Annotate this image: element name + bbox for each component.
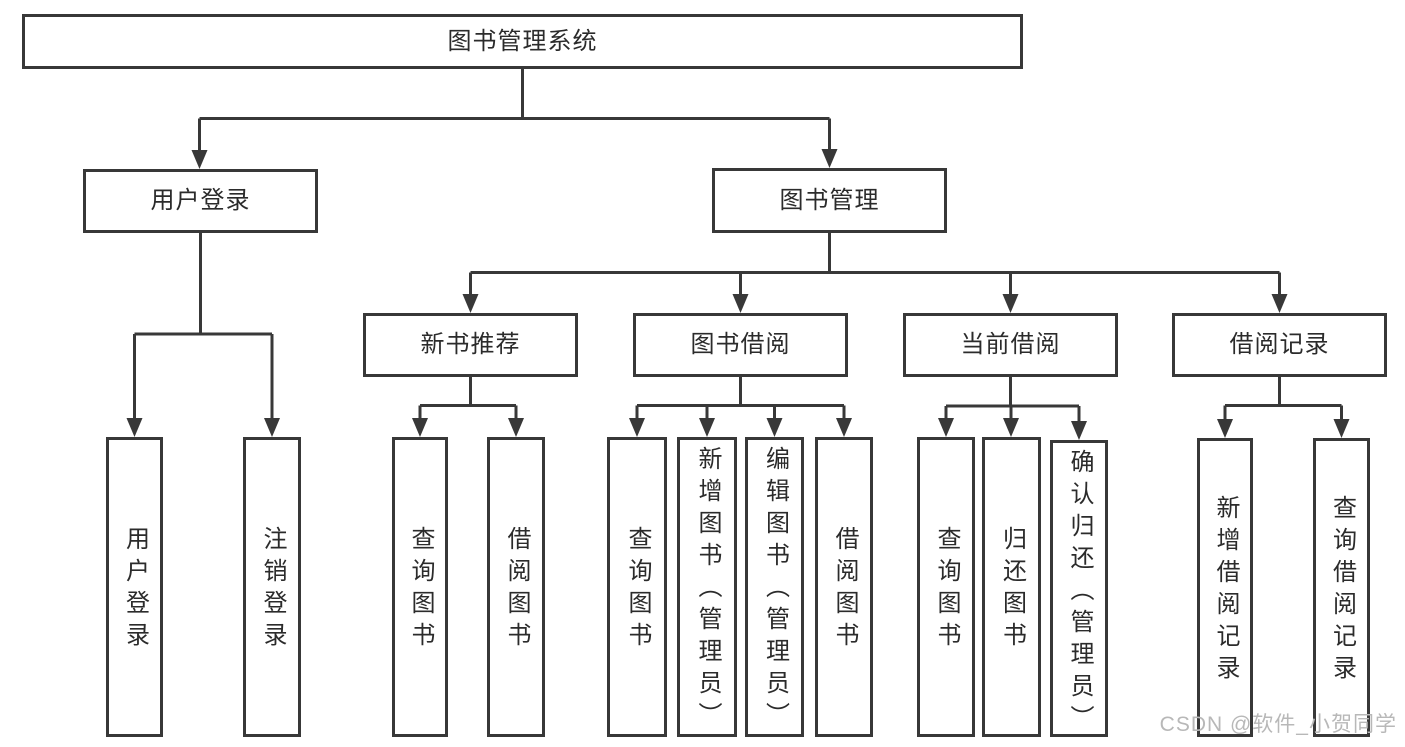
leaf-add-book-admin: 新增图书（管理员） xyxy=(677,437,737,737)
connector-book-borrow-to-leaves xyxy=(629,377,852,437)
node-root-system: 图书管理系统 xyxy=(22,14,1023,69)
leaf-confirm-return-admin: 确认归还（管理员） xyxy=(1050,440,1108,737)
connector-borrow-record-to-leaves xyxy=(1217,377,1350,438)
leaf-return-book: 归还图书 xyxy=(982,437,1041,737)
connector-user-login-to-leaves xyxy=(126,233,280,437)
leaf-query-book-1: 查询图书 xyxy=(392,437,448,737)
leaf-borrow-book-1: 借阅图书 xyxy=(487,437,545,737)
node-new-book-recommend: 新书推荐 xyxy=(363,313,578,377)
node-current-borrow: 当前借阅 xyxy=(903,313,1118,377)
connector-root-to-level2 xyxy=(191,69,838,169)
leaf-borrow-book-2: 借阅图书 xyxy=(815,437,873,737)
leaf-query-borrow-record: 查询借阅记录 xyxy=(1313,438,1370,737)
node-user-login: 用户登录 xyxy=(83,169,318,233)
csdn-watermark: CSDN @软件_小贺同学 xyxy=(1159,713,1397,736)
connector-new-book-to-leaves xyxy=(412,377,524,437)
leaf-add-borrow-record: 新增借阅记录 xyxy=(1197,438,1253,737)
node-book-management: 图书管理 xyxy=(712,168,947,233)
leaf-edit-book-admin: 编辑图书（管理员） xyxy=(745,437,804,737)
connector-book-mgmt-to-level3 xyxy=(462,233,1288,313)
node-book-borrow: 图书借阅 xyxy=(633,313,848,377)
leaf-query-book-3: 查询图书 xyxy=(917,437,975,737)
leaf-user-login: 用户登录 xyxy=(106,437,163,737)
node-borrow-record: 借阅记录 xyxy=(1172,313,1387,377)
leaf-query-book-2: 查询图书 xyxy=(607,437,667,737)
connector-current-borrow-to-leaves xyxy=(938,377,1087,440)
leaf-logout: 注销登录 xyxy=(243,437,301,737)
